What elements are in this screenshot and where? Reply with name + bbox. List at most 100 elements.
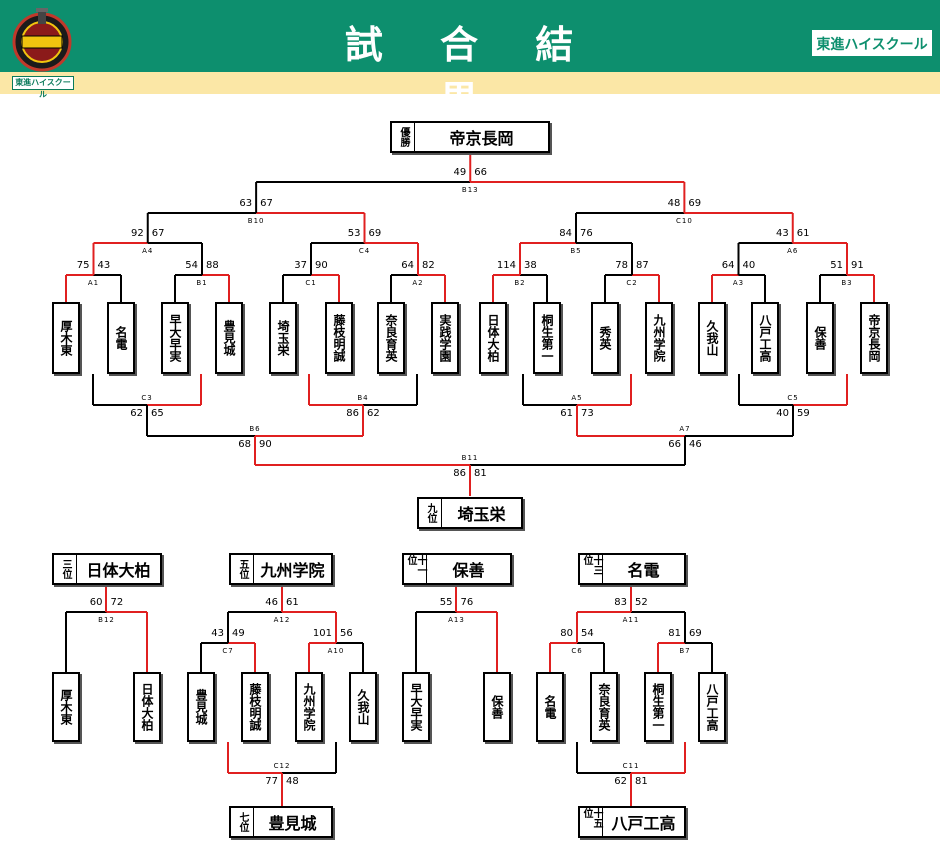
score-left: 55 <box>439 597 453 608</box>
team-box: 保善 <box>806 302 834 374</box>
score-right: 38 <box>524 260 537 271</box>
game-label: A10 <box>327 647 345 655</box>
game-label: B5 <box>570 247 582 255</box>
game-label: B3 <box>841 279 853 287</box>
score-right: 69 <box>689 628 702 639</box>
team-box: 奈良育英 <box>377 302 405 374</box>
game-label: A3 <box>732 279 745 287</box>
team-box: 実践学園 <box>431 302 459 374</box>
team-box: 秀英 <box>591 302 619 374</box>
team-box: 藤枝明誠 <box>241 672 269 742</box>
team-box: 久我山 <box>349 672 377 742</box>
score-right: 82 <box>422 260 435 271</box>
score-right: 81 <box>474 468 487 479</box>
score-right: 61 <box>796 228 810 239</box>
score-right: 91 <box>851 260 864 271</box>
game-label: C3 <box>141 394 153 402</box>
score-left: 43 <box>776 228 789 239</box>
score-right: 40 <box>742 260 756 271</box>
score-left: 37 <box>294 260 307 271</box>
score-left: 83 <box>614 597 627 608</box>
score-left: 53 <box>347 228 361 239</box>
score-left: 68 <box>238 439 251 450</box>
team-box: 厚木東 <box>52 672 80 742</box>
game-label: A13 <box>448 616 465 624</box>
score-right: 72 <box>110 597 124 608</box>
game-label: C7 <box>222 647 234 655</box>
score-right: 90 <box>259 439 272 450</box>
team-box: 桐生第一 <box>533 302 561 374</box>
result-team-name: 日体大柏 <box>86 561 151 580</box>
score-left: 61 <box>560 408 573 419</box>
score-left: 51 <box>830 260 843 271</box>
game-label: B6 <box>249 425 261 433</box>
score-left: 66 <box>668 439 681 450</box>
score-left: 114 <box>496 260 516 271</box>
score-left: 84 <box>559 228 572 239</box>
team-box: 久我山 <box>698 302 726 374</box>
score-left: 43 <box>211 628 224 639</box>
score-left: 86 <box>453 468 466 479</box>
seventh-place-box: 七位豊見城 <box>229 806 333 838</box>
score-left: 40 <box>776 408 789 419</box>
team-box: 奈良育英 <box>590 672 618 742</box>
score-right: 90 <box>315 260 328 271</box>
score-left: 77 <box>265 776 278 787</box>
result-team-name: 埼玉栄 <box>457 505 506 524</box>
score-left: 46 <box>265 597 278 608</box>
score-left: 80 <box>560 628 573 639</box>
game-label: B7 <box>679 647 691 655</box>
game-label: B4 <box>357 394 369 402</box>
score-right: 46 <box>689 439 702 450</box>
score-left: 101 <box>312 628 332 639</box>
team-box: 埼玉栄 <box>269 302 297 374</box>
score-left: 64 <box>401 260 414 271</box>
game-label: A2 <box>412 279 424 287</box>
game-label: A7 <box>679 425 691 433</box>
game-label: C11 <box>622 762 640 770</box>
score-right: 52 <box>635 597 648 608</box>
tournament-logo <box>12 8 72 72</box>
score-right: 65 <box>151 408 164 419</box>
team-box: 保善 <box>483 672 511 742</box>
score-left: 62 <box>130 408 143 419</box>
rank-label: 七位 <box>231 808 254 836</box>
rank-label: 優勝 <box>392 123 415 151</box>
score-right: 73 <box>581 408 594 419</box>
game-label: C6 <box>571 647 583 655</box>
score-right: 87 <box>636 260 649 271</box>
game-label: B1 <box>196 279 208 287</box>
team-box: 豊見城 <box>215 302 243 374</box>
team-box: 九州学院 <box>295 672 323 742</box>
team-box: 厚木東 <box>52 302 80 374</box>
result-team-name: 名電 <box>627 561 660 580</box>
team-box: 藤枝明誠 <box>325 302 353 374</box>
score-right: 62 <box>367 408 380 419</box>
score-left: 75 <box>76 260 90 271</box>
score-right: 76 <box>460 597 474 608</box>
game-label: C2 <box>626 279 638 287</box>
ninth-place-box: 九位埼玉栄 <box>417 497 523 529</box>
sponsor-logo: 東進ハイスクール <box>812 30 932 56</box>
placement-result-box: 十三位名電 <box>578 553 686 585</box>
game-label: B13 <box>461 186 479 194</box>
fifteenth-place-box: 十五位八戸工高 <box>578 806 686 838</box>
score-left: 60 <box>89 597 103 608</box>
score-right: 54 <box>581 628 594 639</box>
game-label: A5 <box>571 394 583 402</box>
rank-label: 三位 <box>54 555 77 583</box>
game-label: C1 <box>305 279 317 287</box>
game-label: C12 <box>273 762 291 770</box>
result-team-name: 帝京長岡 <box>449 129 514 148</box>
score-left: 63 <box>239 198 253 209</box>
team-box: 帝京長岡 <box>860 302 888 374</box>
score-left: 64 <box>721 260 735 271</box>
team-box: 八戸工高 <box>751 302 779 374</box>
result-team-name: 八戸工高 <box>611 814 676 833</box>
score-right: 67 <box>151 228 165 239</box>
score-right: 48 <box>286 776 299 787</box>
score-right: 61 <box>286 597 299 608</box>
game-label: A6 <box>787 247 799 255</box>
header-bar <box>0 0 940 72</box>
